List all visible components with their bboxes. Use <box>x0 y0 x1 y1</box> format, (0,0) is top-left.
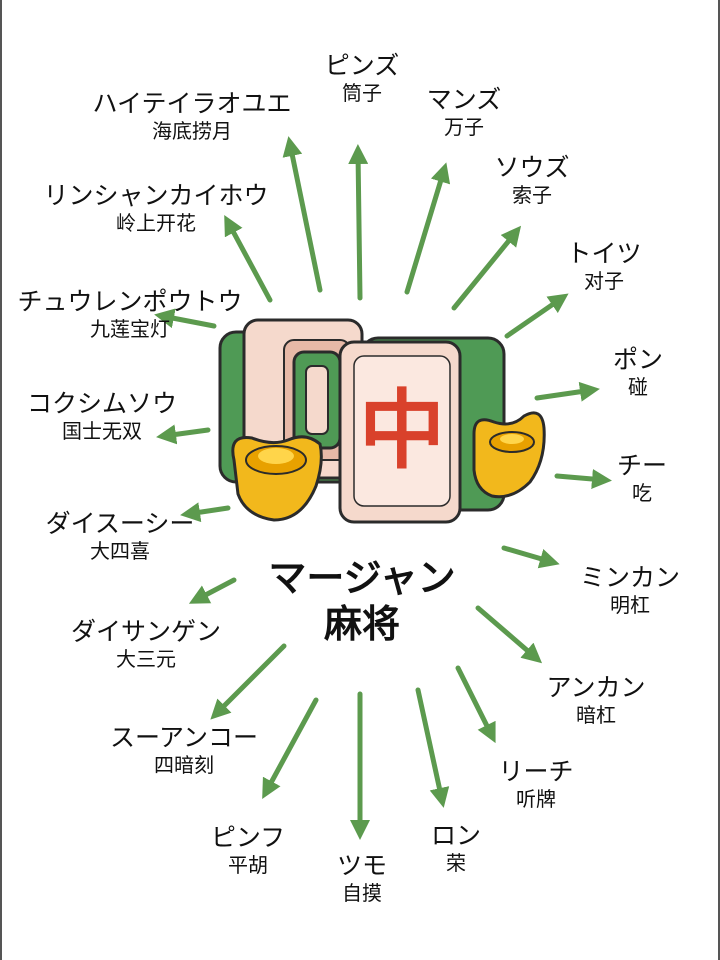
term-label: コクシムソウ国士无双 <box>27 388 177 444</box>
term-kana: ピンズ <box>324 51 400 80</box>
term-label: リーチ听牌 <box>498 756 573 812</box>
arrow-18 <box>282 136 323 293</box>
term-label: アンカン暗杠 <box>546 672 645 728</box>
term-label: ピンフ平胡 <box>211 822 285 878</box>
term-label: ダイスーシー大四喜 <box>46 508 195 564</box>
term-kanji: 吃 <box>631 481 652 506</box>
arrow-1 <box>404 162 451 295</box>
term-kanji: 筒子 <box>341 81 382 106</box>
term-kana: チー <box>616 451 668 480</box>
term-kanji: 平胡 <box>227 853 268 878</box>
term-kanji: 海底捞月 <box>151 119 232 144</box>
term-kana: コクシムソウ <box>26 389 178 418</box>
term-label: トイツ对子 <box>566 238 641 294</box>
term-label: ポン碰 <box>613 344 663 400</box>
arrow-0 <box>348 144 369 301</box>
term-kanji: 暗杠 <box>575 703 616 728</box>
term-label: マンズ万子 <box>427 84 502 140</box>
term-kana: チュウレンポウトウ <box>17 287 243 316</box>
term-label: チー吃 <box>617 450 667 506</box>
arrow-6 <box>501 545 560 569</box>
term-kanji: 万子 <box>443 115 484 140</box>
term-label: ハイテイラオユエ海底捞月 <box>92 88 291 144</box>
term-label: ツモ自摸 <box>337 850 387 906</box>
arrow-15 <box>156 424 211 445</box>
term-kana: ダイサンゲン <box>70 617 222 646</box>
arrow-16 <box>154 308 217 329</box>
term-kanji: 大四喜 <box>89 539 150 564</box>
arrow-11 <box>262 697 319 800</box>
term-kanji: 明杠 <box>609 593 650 618</box>
term-kanji: 国士无双 <box>61 419 142 444</box>
zhong-glyph: 中 <box>359 380 445 481</box>
front-tile-zhong: 中 <box>338 336 506 524</box>
term-label: ミンカン明杠 <box>580 562 680 618</box>
term-kanji: 荣 <box>445 851 466 876</box>
term-kanji: 索子 <box>511 183 552 208</box>
arrow-17 <box>224 214 273 303</box>
term-kana: ピンフ <box>210 823 286 852</box>
arrow-14 <box>180 502 231 523</box>
term-kana: ハイテイラオユエ <box>92 89 292 118</box>
gold-ingot-left <box>231 435 323 522</box>
term-kanji: 大三元 <box>115 647 176 672</box>
mahjong-tiles-illustration: 中 <box>218 318 546 524</box>
term-kanji: 对子 <box>583 269 624 294</box>
arrow-5 <box>554 469 612 489</box>
term-kana: ツモ <box>336 851 388 880</box>
term-kanji: 碰 <box>627 375 648 400</box>
term-kana: トイツ <box>566 239 642 268</box>
arrow-9 <box>415 687 450 808</box>
arrow-4 <box>534 381 600 402</box>
term-kana: ダイスーシー <box>45 509 195 538</box>
arrow-13 <box>188 577 237 604</box>
term-kana: マンズ <box>426 85 502 114</box>
term-label: スーアンコー四暗刻 <box>110 722 258 778</box>
term-kana: ソウズ <box>494 153 570 182</box>
term-label: ソウズ索子 <box>494 152 569 208</box>
term-kana: リンシャンカイホウ <box>43 181 269 210</box>
arrow-3 <box>504 293 569 339</box>
term-kana: スーアンコー <box>109 723 259 752</box>
arrow-2 <box>451 225 522 311</box>
term-label: チュウレンポウトウ九莲宝灯 <box>17 286 242 342</box>
term-kanji: 自摸 <box>341 881 382 906</box>
term-kanji: 听牌 <box>515 787 556 812</box>
arrow-12 <box>210 643 287 720</box>
term-kanji: 四暗刻 <box>153 753 214 778</box>
arrow-7 <box>475 605 543 664</box>
term-kana: ロン <box>430 821 482 850</box>
term-kana: ミンカン <box>579 563 681 592</box>
gold-ingot-right <box>472 411 546 499</box>
term-label: ロン荣 <box>431 820 481 876</box>
term-kana: リーチ <box>498 757 574 786</box>
term-label: リンシャンカイホウ岭上开花 <box>43 180 268 236</box>
center-title: マージャン 麻将 <box>268 556 455 647</box>
center-kanji: 麻将 <box>323 601 400 646</box>
term-label: ダイサンゲン大三元 <box>71 616 221 672</box>
arrow-8 <box>455 665 496 744</box>
center-kana: マージャン <box>268 556 456 600</box>
term-label: ピンズ筒子 <box>325 50 400 106</box>
term-kana: アンカン <box>546 673 646 702</box>
term-kanji: 岭上开花 <box>115 211 196 236</box>
term-kanji: 九莲宝灯 <box>89 317 170 342</box>
term-kana: ポン <box>612 345 664 374</box>
